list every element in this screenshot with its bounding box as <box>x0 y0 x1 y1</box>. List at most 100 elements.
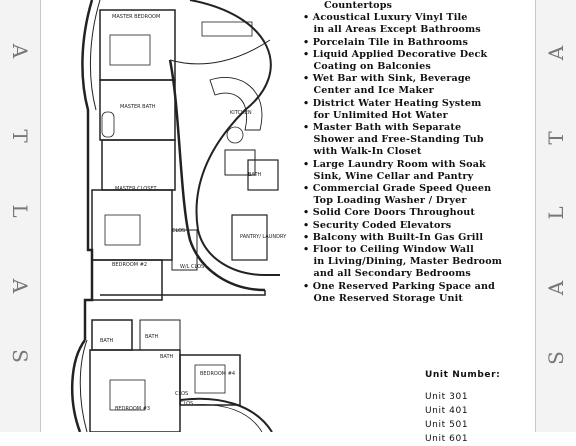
feature-item: • Commercial Grade Speed Queen <box>303 183 535 195</box>
bullet: • <box>303 183 310 195</box>
room-master-bedroom <box>99 9 176 81</box>
dining-table <box>201 21 253 37</box>
feature-item: One Reserved Storage Unit <box>303 293 535 305</box>
room-master-closet <box>101 139 176 191</box>
room-bedroom-2 <box>91 189 173 261</box>
label-bath-mid: BATH <box>145 334 159 340</box>
unit-item: Unit 401 <box>425 406 469 416</box>
bed <box>194 364 226 394</box>
feature-item: and all Secondary Bedrooms <box>303 268 535 280</box>
bullet: • <box>303 48 310 60</box>
plan-wall <box>83 180 94 340</box>
border-letter: T <box>544 129 568 145</box>
feature-line: Coating on Balconies <box>313 61 431 73</box>
room-master-bath <box>99 79 176 141</box>
living-curve-wall <box>168 59 266 292</box>
feature-line: Large Laundry Room with Soak <box>312 158 486 170</box>
label-pantry-laundry: PANTRY/ LAUNDRY <box>240 234 287 240</box>
feature-line: One Reserved Storage Unit <box>313 292 463 304</box>
feature-line: Shower and Free-Standing Tub <box>313 134 484 146</box>
feature-item: • Large Laundry Room with Soak <box>303 159 535 171</box>
feature-item: Countertops <box>303 0 535 12</box>
tub <box>101 111 115 138</box>
feature-item: in Living/Dining, Master Bedroom <box>303 256 535 268</box>
border-letter: T <box>8 129 32 145</box>
feature-line: for Unlimited Hot Water <box>313 109 448 121</box>
feature-item: with Walk-In Closet <box>303 146 535 158</box>
unit-numbers: Unit Number: Unit 301 Unit 401 Unit 501 … <box>425 370 535 446</box>
label-bedroom-4: BEDROOM #4 <box>200 371 235 377</box>
feature-item: • District Water Heating System <box>303 98 535 110</box>
room-bath-upper <box>247 159 279 191</box>
label-bedroom-2: BEDROOM #2 <box>112 262 147 268</box>
label-clos-lower: CLOS <box>175 391 188 397</box>
bullet: • <box>303 244 310 256</box>
living-curve-wall <box>189 0 280 276</box>
border-letter: A <box>544 278 568 296</box>
bullet: • <box>303 73 310 85</box>
kitchen-fixture <box>226 126 244 144</box>
feature-line: Floor to Ceiling Window Wall <box>312 244 474 256</box>
feature-item: • Wet Bar with Sink, Beverage <box>303 73 535 85</box>
feature-line: and all Secondary Bedrooms <box>313 268 471 280</box>
kitchen-island <box>209 77 263 131</box>
feature-item: • One Reserved Parking Space and <box>303 281 535 293</box>
feature-line: Commercial Grade Speed Queen <box>312 183 492 195</box>
feature-item: Coating on Balconies <box>303 61 535 73</box>
feature-line: District Water Heating System <box>312 97 482 109</box>
plan-wall <box>71 339 87 432</box>
label-bedroom-3: BEDROOM #3 <box>115 406 150 412</box>
border-letter: A <box>544 43 568 61</box>
balcony-curve <box>189 404 263 432</box>
plan-wall <box>89 0 101 111</box>
feature-list: Countertops • Acoustical Luxury Vinyl Ti… <box>303 0 535 305</box>
feature-item: • Security Coded Elevators <box>303 220 535 232</box>
border-letter: L <box>544 204 568 220</box>
feature-line: Acoustical Luxury Vinyl Tile <box>312 12 468 24</box>
feature-line: with Walk-In Closet <box>313 146 422 158</box>
room-bedroom-3 <box>89 349 181 432</box>
bullet: • <box>303 158 310 170</box>
label-master-bath: MASTER BATH <box>120 104 156 110</box>
border-letter: S <box>544 349 568 365</box>
feature-line: Master Bath with Separate <box>312 122 462 134</box>
room-bath-mid <box>139 319 181 351</box>
feature-item: • Acoustical Luxury Vinyl Tile <box>303 12 535 24</box>
feature-line: in all Areas Except Bathrooms <box>313 24 481 36</box>
feature-line: Countertops <box>303 0 393 11</box>
feature-item: in all Areas Except Bathrooms <box>303 24 535 36</box>
feature-line: Wet Bar with Sink, Beverage <box>312 73 471 85</box>
bed <box>109 34 151 66</box>
feature-line: Porcelain Tile in Bathrooms <box>312 36 468 48</box>
label-clos: CLOS <box>172 228 185 234</box>
room-hall <box>91 259 163 301</box>
feature-item: Shower and Free-Standing Tub <box>303 134 535 146</box>
plan-wall <box>169 39 271 65</box>
unit-item: Unit 301 <box>425 392 469 402</box>
bullet: • <box>303 97 310 109</box>
feature-item: • Liquid Applied Decorative Deck <box>303 49 535 61</box>
unit-item: Unit 601 <box>425 434 469 444</box>
feature-item: • Floor to Ceiling Window Wall <box>303 244 535 256</box>
balcony-curve <box>179 397 273 432</box>
feature-line: Center and Ice Maker <box>313 85 434 97</box>
border-letter: A <box>8 43 32 61</box>
label-clos-bottom: CLOS <box>180 401 193 407</box>
bullet: • <box>303 36 310 48</box>
bullet: • <box>303 231 310 243</box>
unit-item: Unit 501 <box>425 420 469 430</box>
feature-item: Center and Ice Maker <box>303 85 535 97</box>
room-bedroom-4 <box>179 354 241 406</box>
bullet: • <box>303 207 310 219</box>
bullet: • <box>303 219 310 231</box>
label-master-closet: MASTER CLOSET <box>115 186 158 192</box>
label-bath-upper: BATH <box>248 172 262 178</box>
room-bath-lower <box>91 319 133 351</box>
border-letter: A <box>8 278 32 296</box>
feature-line: Solid Core Doors Throughout <box>312 207 475 219</box>
floor-plan: MASTER BEDROOM MASTER BATH MASTER CLOSET… <box>71 0 287 432</box>
bullet: • <box>303 122 310 134</box>
feature-line: in Living/Dining, Master Bedroom <box>313 256 503 268</box>
feature-item: Top Loading Washer / Dryer <box>303 195 535 207</box>
atlas-border-right: A T L A S <box>535 0 576 432</box>
